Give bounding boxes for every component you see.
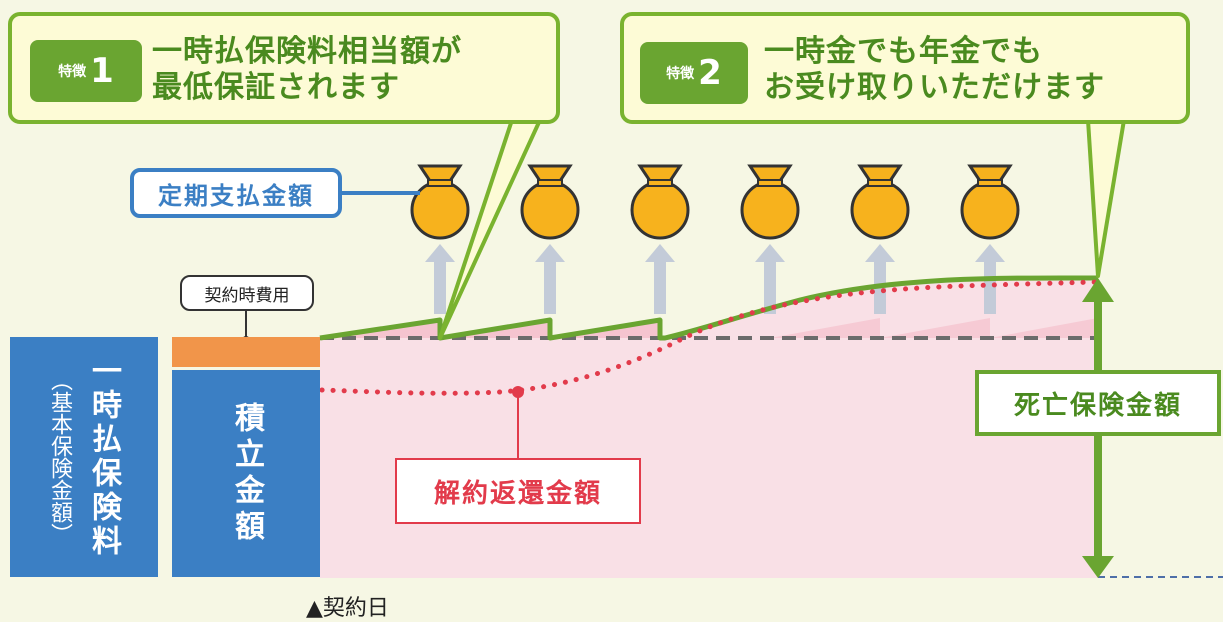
- feature2-text: 一時金でも年金でも お受け取りいただけます: [764, 34, 1105, 105]
- coin-bag-icon: [850, 164, 910, 240]
- feature1-callout: 特徴 1 一時払保険料相当額が 最低保証されます: [8, 12, 560, 124]
- feature2-prefix: 特徴: [666, 66, 695, 82]
- feature1-number: 1: [90, 51, 114, 91]
- feature1-text: 一時払保険料相当額が 最低保証されます: [152, 34, 462, 105]
- coin-bag-icon: [520, 164, 580, 240]
- surrender-value-label: 解約返還金額: [395, 458, 641, 524]
- premium-sub-label: （基本保険金額）: [47, 369, 72, 545]
- up-arrow-icon: [535, 244, 565, 314]
- contract-cost-label: 契約時費用: [180, 275, 314, 311]
- feature1-badge: 特徴 1: [30, 40, 142, 102]
- feature1-prefix: 特徴: [58, 64, 87, 80]
- contract-cost-block: [172, 337, 320, 367]
- contract-date-label: ▲契約日: [306, 596, 389, 621]
- premium-column: 一時払保険料 （基本保険金額）: [10, 337, 158, 577]
- accumulated-column: 積立金額: [172, 370, 320, 577]
- death-benefit-label: 死亡保険金額: [975, 370, 1221, 436]
- coin-bag-icon: [410, 164, 470, 240]
- feature2-callout: 特徴 2 一時金でも年金でも お受け取りいただけます: [620, 12, 1190, 124]
- up-arrow-icon: [755, 244, 785, 314]
- up-arrow-icon: [425, 244, 455, 314]
- surrender-value-line: [319, 279, 1101, 396]
- coin-bag-icon: [960, 164, 1020, 240]
- premium-main-label: 一時払保険料: [86, 355, 121, 559]
- payment-sawtooth-area: [320, 320, 660, 338]
- periodic-payment-label: 定期支払金額: [130, 168, 342, 218]
- feature2-number: 2: [698, 53, 722, 93]
- up-arrow-icon: [975, 244, 1005, 314]
- up-arrow-icon: [645, 244, 675, 314]
- coin-bag-icon: [630, 164, 690, 240]
- death-benefit-line: [319, 275, 1099, 341]
- feature1-pointer: [438, 119, 542, 340]
- feature2-pointer: [1086, 119, 1126, 278]
- coin-bags: [410, 164, 1020, 240]
- accumulated-label: 積立金額: [229, 401, 264, 546]
- coin-bag-icon: [740, 164, 800, 240]
- later-sawtooth-area: [770, 318, 1098, 338]
- payment-arrows: [425, 244, 1005, 314]
- feature2-badge: 特徴 2: [640, 42, 748, 104]
